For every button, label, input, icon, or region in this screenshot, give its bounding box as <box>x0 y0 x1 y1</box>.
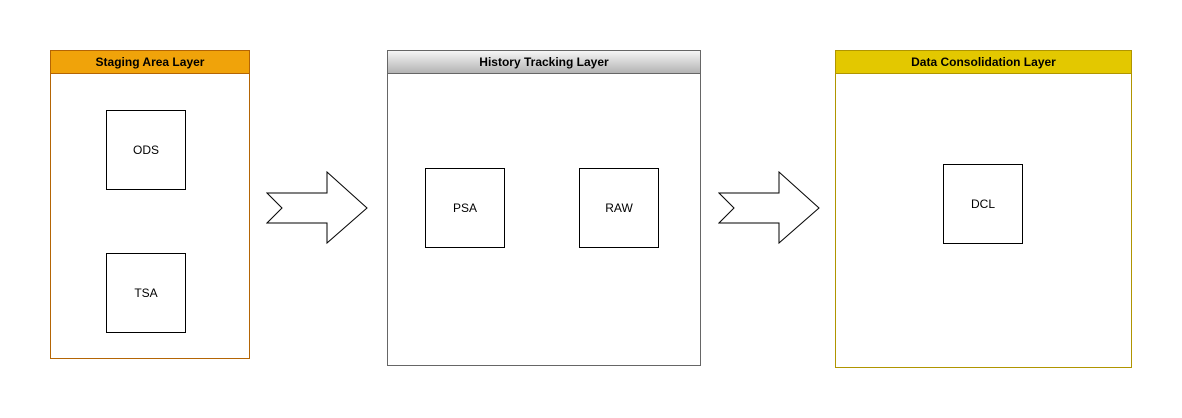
dcl-box[interactable]: DCL <box>943 164 1023 244</box>
flow-arrow-icon <box>718 171 820 245</box>
data-consolidation-layer-title: Data Consolidation Layer <box>836 51 1131 74</box>
tsa-box[interactable]: TSA <box>106 253 186 333</box>
raw-box[interactable]: RAW <box>579 168 659 248</box>
staging-area-layer-title: Staging Area Layer <box>51 51 249 74</box>
psa-box[interactable]: PSA <box>425 168 505 248</box>
history-tracking-layer-title: History Tracking Layer <box>388 51 700 74</box>
staging-area-layer[interactable]: Staging Area Layer ODS TSA <box>50 50 250 359</box>
flow-arrow-icon <box>266 171 368 245</box>
data-consolidation-layer[interactable]: Data Consolidation Layer DCL <box>835 50 1132 368</box>
history-tracking-layer[interactable]: History Tracking Layer PSA RAW <box>387 50 701 366</box>
ods-box[interactable]: ODS <box>106 110 186 190</box>
